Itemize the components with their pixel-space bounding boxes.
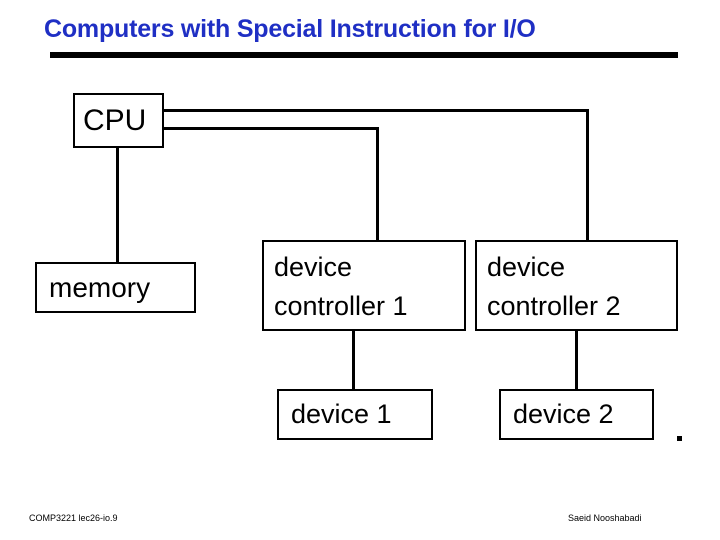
footer-course-code: COMP3221 lec26-io.9 (29, 513, 118, 523)
connector-cpu-to-dc1-vertical (376, 127, 379, 241)
page-title: Computers with Special Instruction for I… (44, 15, 536, 43)
node-device-1: device 1 (277, 389, 433, 440)
title-underline-rule (50, 52, 678, 58)
connector-cpu-to-dc2-vertical (586, 109, 589, 241)
connector-cpu-to-memory (116, 147, 119, 263)
node-memory: memory (35, 262, 196, 313)
stray-dot-mark (677, 436, 682, 441)
connector-cpu-to-dc2-horizontal (163, 109, 589, 112)
node-cpu: CPU (73, 93, 164, 148)
connector-dc1-to-device1 (352, 330, 355, 390)
footer-author: Saeid Nooshabadi (568, 513, 642, 523)
node-device-controller-2: device controller 2 (475, 240, 678, 331)
connector-dc2-to-device2 (575, 330, 578, 390)
connector-cpu-to-dc1-horizontal (163, 127, 379, 130)
node-device-controller-1: device controller 1 (262, 240, 466, 331)
node-device-2: device 2 (499, 389, 654, 440)
